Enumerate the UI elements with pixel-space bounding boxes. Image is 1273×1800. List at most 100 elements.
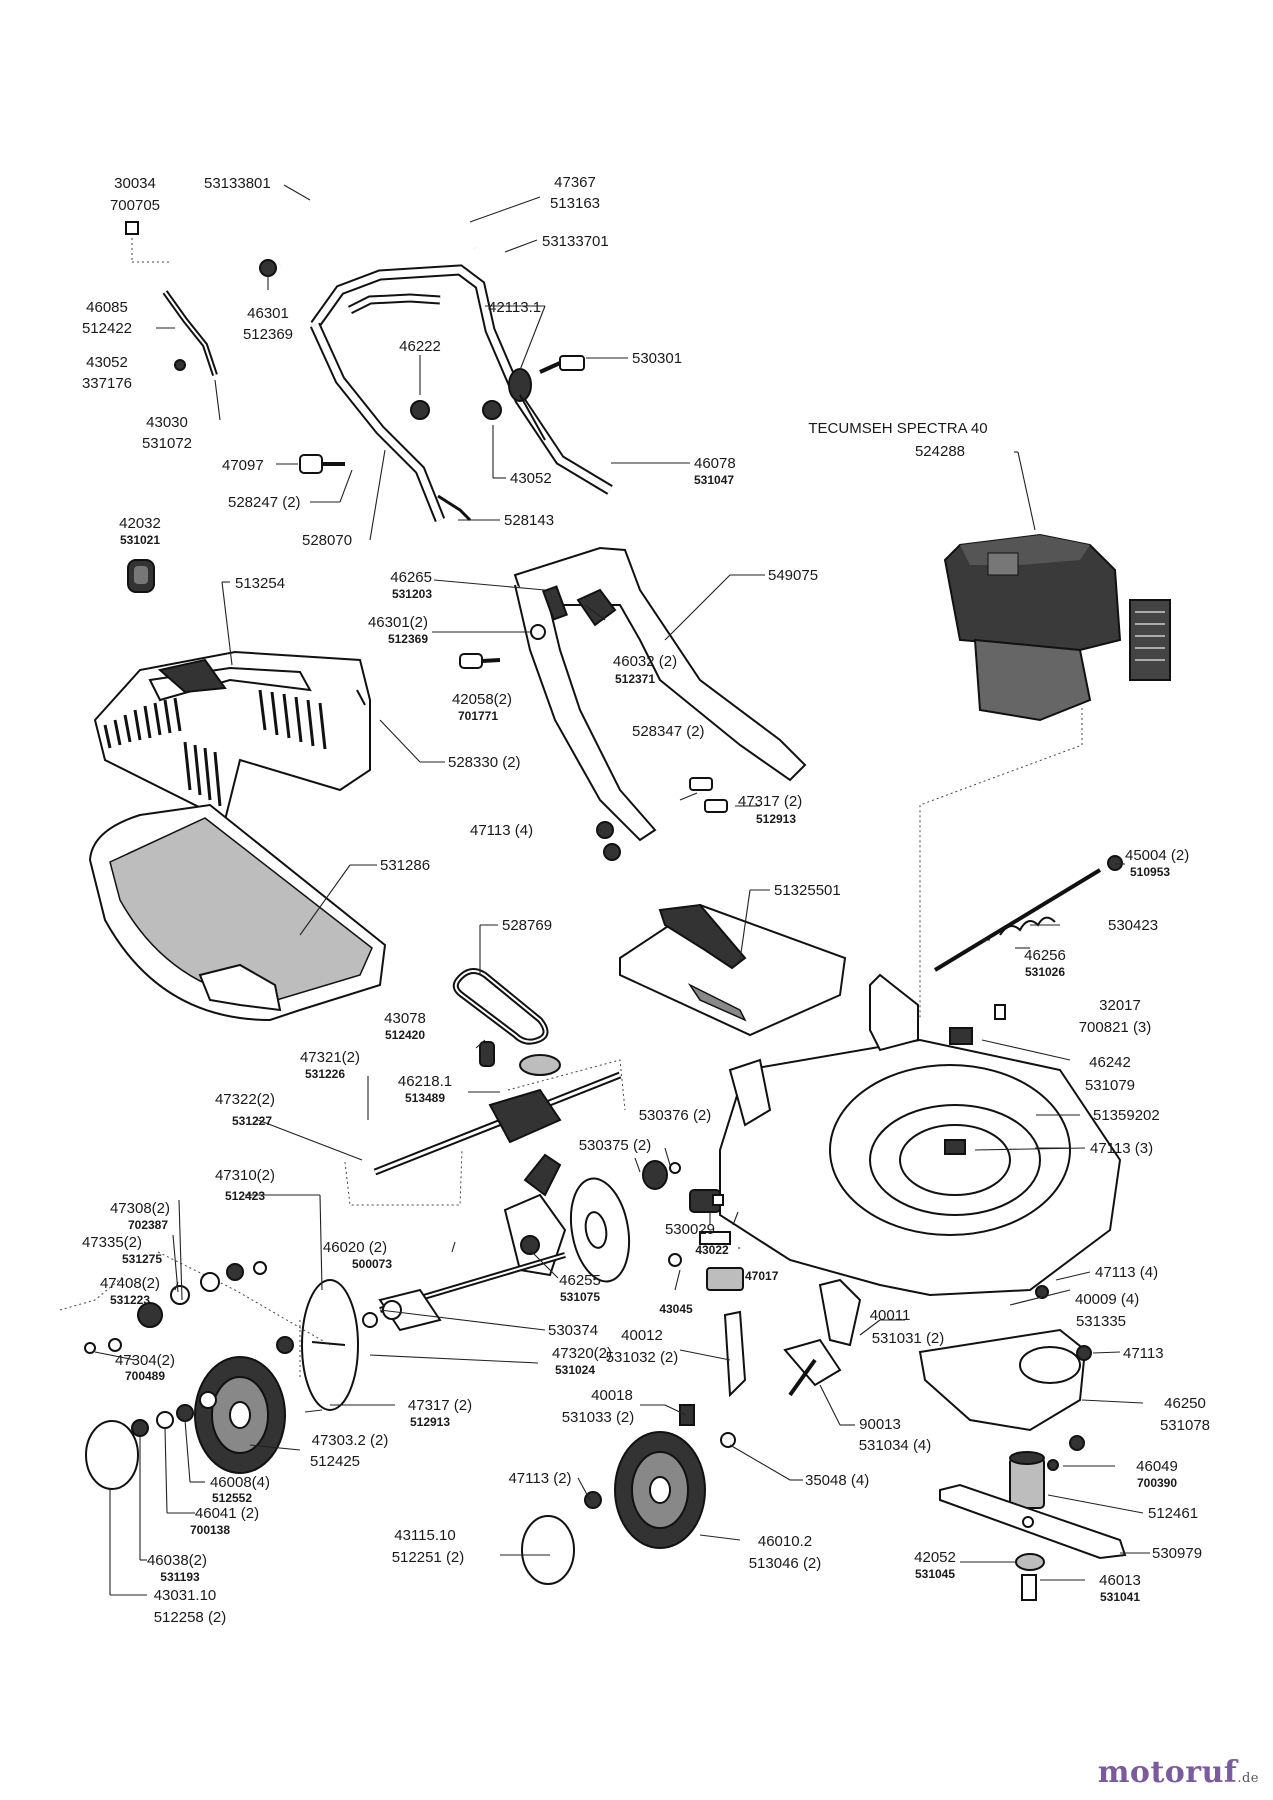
label-47113-3: 47113 (3) (1090, 1140, 1153, 1157)
label-35048: 35048 (4) (805, 1472, 869, 1489)
nut-47113-f (1069, 1435, 1085, 1451)
label-47320: 47320(2) (552, 1345, 612, 1362)
label-700821: 700821 (3) (1079, 1019, 1152, 1036)
label-549075: 549075 (768, 567, 818, 584)
label-46038: 46038(2) (147, 1552, 207, 1569)
label-46010-2: 46010.2 (758, 1533, 812, 1550)
label-531075: 531075 (560, 1290, 600, 1304)
label-531286: 531286 (380, 857, 430, 874)
label-47304: 47304(2) (115, 1352, 175, 1369)
screw-30034 (125, 221, 139, 235)
v-belt (452, 968, 549, 1045)
label-531041: 531041 (1100, 1590, 1140, 1604)
label-513046: 513046 (2) (749, 1555, 822, 1572)
label-53133801: 53133801 (204, 175, 271, 192)
label-46242: 46242 (1089, 1054, 1131, 1071)
label-530375: 530375 (2) (579, 1137, 652, 1154)
label-512913: 512913 (756, 812, 796, 826)
label-46301: 46301 (247, 305, 289, 322)
lower-handle-left-leg (514, 584, 657, 842)
label-47408: 47408(2) (100, 1275, 160, 1292)
label-531034: 531034 (4) (859, 1437, 932, 1454)
label-42113-1: 42113.1 (488, 299, 541, 316)
label-531227: 531227 (232, 1114, 272, 1128)
clip-46301 (259, 259, 277, 277)
label-40012: 40012 (621, 1327, 663, 1344)
lower-handle (513, 546, 807, 782)
blade-adapter (918, 1328, 1087, 1432)
front-wheel (614, 1431, 706, 1549)
label-46013: 46013 (1099, 1572, 1141, 1589)
label-528070: 528070 (302, 532, 352, 549)
label-528347: 528347 (2) (632, 723, 705, 740)
label-43052: 43052 (86, 354, 128, 371)
label-43022: 43022 (695, 1243, 729, 1257)
engine (943, 533, 1171, 722)
upper-handle-bar-inner (278, 196, 476, 267)
mower-deck (719, 973, 1122, 1297)
label-510953: 510953 (1130, 865, 1170, 879)
label-32017: 32017 (1099, 997, 1141, 1014)
label-530979: 530979 (1152, 1545, 1202, 1562)
label-47113-4: 47113 (4) (470, 822, 533, 839)
label-531078: 531078 (1160, 1417, 1210, 1434)
label-513254: 513254 (235, 575, 285, 592)
nut-47113-c (1035, 1285, 1049, 1299)
label-47310: 47310(2) (215, 1167, 275, 1184)
label-43052-b: 43052 (510, 470, 552, 487)
label-40018: 40018 (591, 1387, 633, 1404)
bolt-528347 (689, 777, 713, 791)
label-528769: 528769 (502, 917, 552, 934)
nut-46222 (410, 400, 430, 420)
label-531072: 531072 (142, 435, 192, 452)
label-512422: 512422 (82, 320, 132, 337)
label-531026: 531026 (1025, 965, 1065, 979)
bolt-46013 (1021, 1574, 1037, 1601)
screw-32017 (994, 1004, 1006, 1020)
label-528330: 528330 (2) (448, 754, 521, 771)
label-46218-1: 46218.1 (398, 1073, 452, 1090)
gearbox-assembly (373, 1041, 622, 1176)
height-lever-40011 (818, 1278, 862, 1347)
label-531024: 531024 (555, 1363, 595, 1377)
drive-gear (569, 1160, 681, 1283)
hubcap-front (521, 1515, 575, 1585)
height-lever-40012 (723, 1310, 747, 1398)
label-30034: 30034 (114, 175, 156, 192)
label-531193: 531193 (160, 1570, 200, 1584)
cable-528143 (437, 494, 472, 522)
watermark-brand: motoruf (1097, 1755, 1238, 1790)
part-illustrations (59, 196, 1171, 1601)
label-531047: 531047 (694, 473, 734, 487)
washer-42052 (1015, 1553, 1045, 1571)
knob-46032 (576, 588, 617, 627)
label-47322: 47322(2) (215, 1091, 275, 1108)
label-43030: 43030 (146, 414, 188, 431)
label-46049: 46049 (1136, 1458, 1178, 1475)
engine-name: TECUMSEH SPECTRA 40 (808, 420, 987, 437)
bolt-42058 (459, 653, 483, 669)
cap-46242 (949, 1027, 973, 1045)
label-512371: 512371 (615, 672, 655, 686)
washer-35048 (720, 1432, 736, 1448)
leader-lines (94, 184, 1150, 1596)
rear-axle (378, 1252, 566, 1332)
label-531223: 531223 (110, 1293, 150, 1307)
nut-47113-d (1076, 1345, 1092, 1361)
label-700390: 700390 (1137, 1476, 1177, 1490)
label-512461: 512461 (1148, 1505, 1198, 1522)
label-42058: 42058(2) (452, 691, 512, 708)
grass-bag (88, 803, 387, 1022)
label-47367: 47367 (554, 174, 596, 191)
label-43045: 43045 (659, 1302, 693, 1316)
label-46020: 46020 (2) (323, 1239, 387, 1256)
label-531045: 531045 (915, 1567, 955, 1581)
label-530374: 530374 (548, 1322, 598, 1339)
label-512420: 512420 (385, 1028, 425, 1042)
label-512369: 512369 (243, 326, 293, 343)
label-513489: 513489 (405, 1091, 445, 1105)
bolt-530301 (539, 355, 585, 374)
label-40011: 40011 (870, 1307, 911, 1324)
label-46008: 46008(4) (210, 1474, 270, 1491)
